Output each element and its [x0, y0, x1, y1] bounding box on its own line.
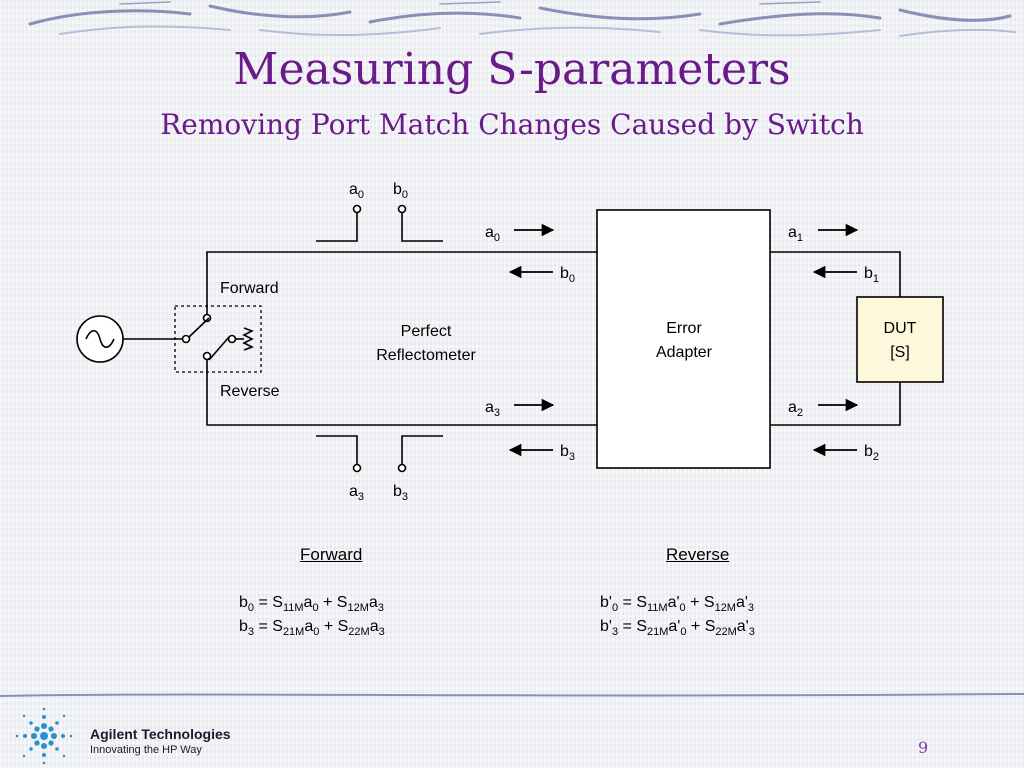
reflectometer-label-line2: Reflectometer — [376, 347, 476, 364]
reverse-label: Reverse — [220, 383, 280, 400]
footer-divider — [0, 693, 1024, 697]
company-name: Agilent Technologies — [90, 726, 231, 742]
wave-label-b2: b2 — [864, 443, 879, 463]
dut-label-line2: [S] — [890, 344, 910, 361]
wave-label-a1: a1 — [788, 224, 803, 244]
wave-label-b3: b3 — [560, 443, 575, 463]
company-tagline: Innovating the HP Way — [90, 744, 202, 756]
page-title: Measuring S-parameters — [233, 44, 791, 95]
error-adapter-block — [596, 209, 771, 469]
page-subtitle: Removing Port Match Changes Caused by Sw… — [160, 108, 864, 141]
wave-label-b1: b1 — [864, 265, 879, 285]
decorative-header-band — [28, 1, 1016, 37]
schematic-diagram: a0 b0 a3 b3 a0 b0 a3 b3 a1 b1 a2 b2 Forw… — [76, 181, 944, 503]
error-adapter-label-line1: Error — [666, 320, 702, 337]
dut-connection-lines — [770, 251, 901, 426]
reverse-equations-heading: Reverse — [666, 545, 730, 564]
forward-equation-2: b3 = S21Ma0 + S22Ma3 — [239, 618, 385, 639]
port-label-top-b: b0 — [393, 181, 408, 201]
error-adapter-label-line2: Adapter — [656, 344, 713, 361]
port-label-bottom-a: a3 — [349, 483, 364, 503]
dut-block — [856, 296, 944, 383]
forward-label: Forward — [220, 280, 279, 297]
dut-label-line1: DUT — [884, 320, 917, 337]
forward-equations-heading: Forward — [300, 545, 363, 564]
switch-box — [174, 305, 262, 373]
wave-label-b0: b0 — [560, 265, 575, 285]
wave-label-a3: a3 — [485, 399, 500, 419]
signal-source — [76, 315, 182, 363]
coupler-port-terminals — [352, 204, 407, 473]
reverse-equation-2: b'3 = S21Ma'0 + S22Ma'3 — [600, 618, 755, 639]
wave-label-a0: a0 — [485, 224, 500, 244]
wave-label-a2: a2 — [788, 399, 803, 419]
page-number: 9 — [918, 738, 929, 757]
forward-equation-1: b0 = S11Ma0 + S12Ma3 — [239, 594, 384, 615]
wave-arrows — [508, 223, 859, 457]
reflectometer-lines — [206, 212, 597, 465]
reverse-equation-1: b'0 = S11Ma'0 + S12Ma'3 — [600, 594, 755, 615]
transfer-switch — [181, 313, 254, 361]
port-label-bottom-b: b3 — [393, 483, 408, 503]
port-label-top-a: a0 — [349, 181, 364, 201]
reflectometer-label-line1: Perfect — [401, 323, 452, 340]
agilent-spark-logo-icon — [15, 707, 73, 765]
